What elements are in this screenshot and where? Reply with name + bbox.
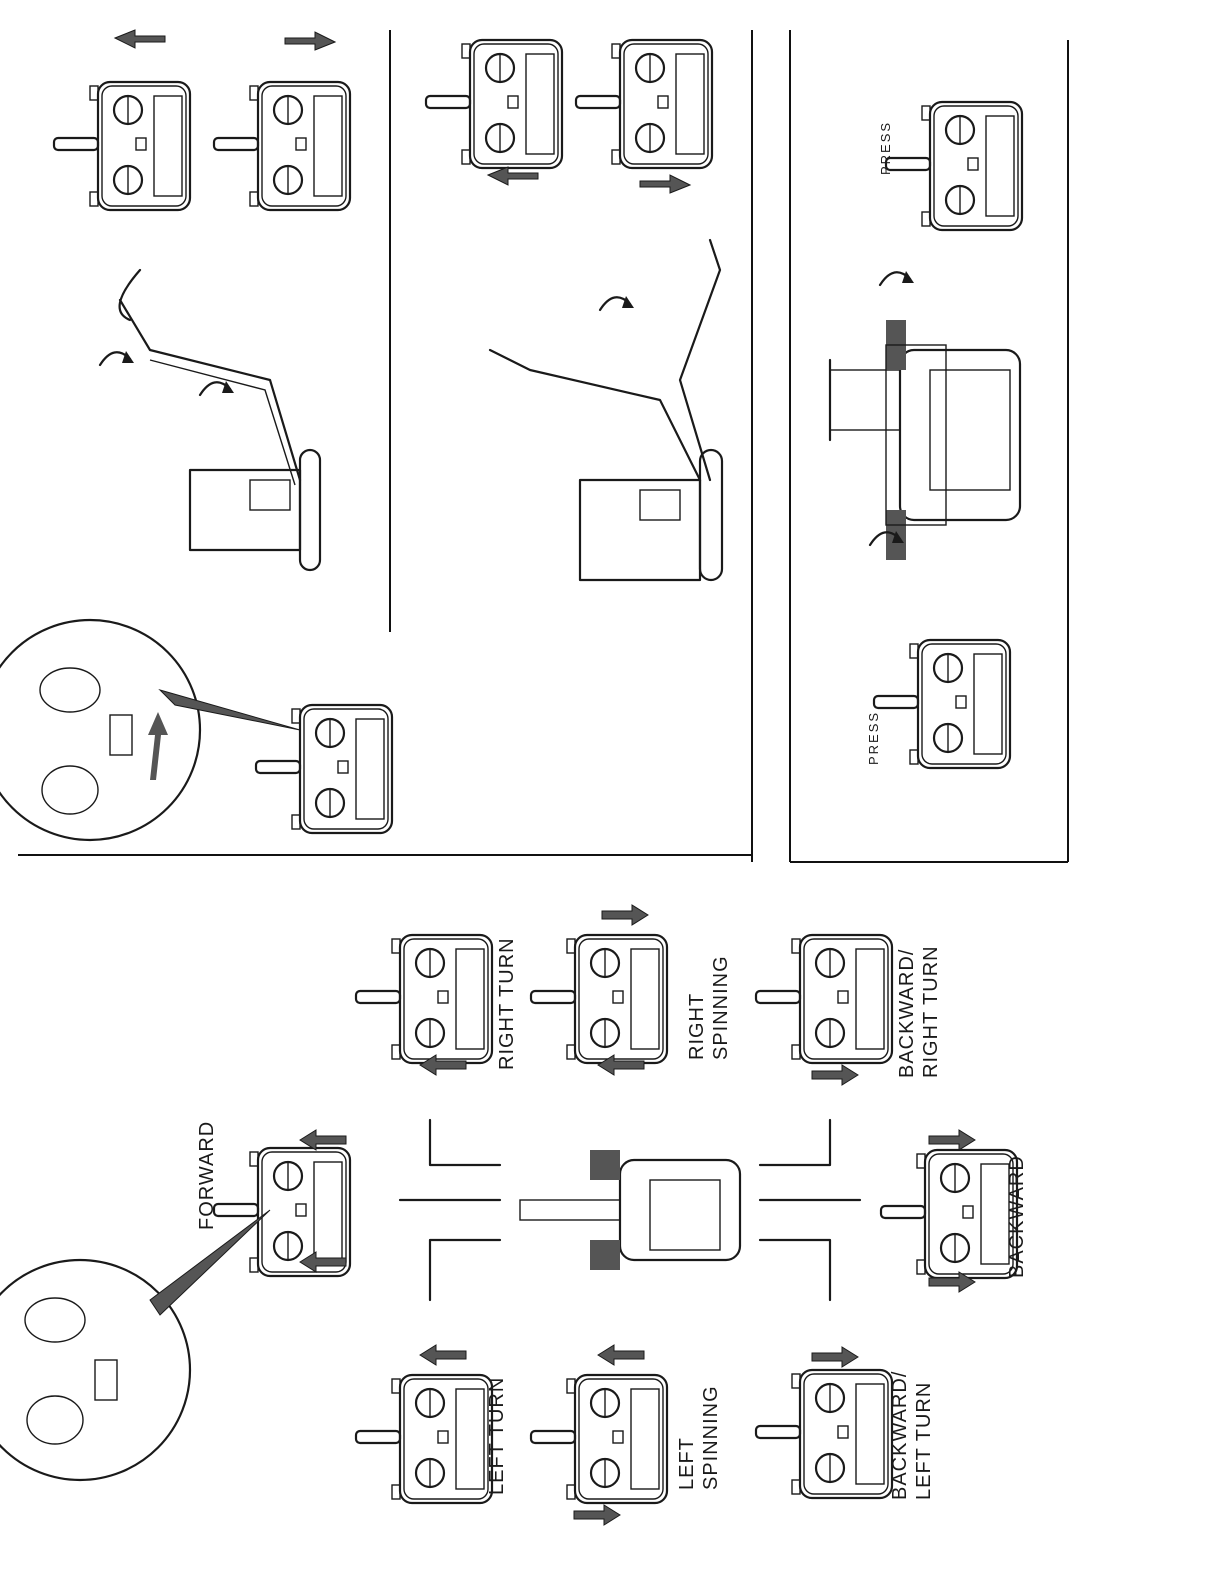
arrow-icon: [285, 32, 335, 50]
arrow-icon: [929, 1272, 975, 1292]
arrow-icon: [929, 1130, 975, 1150]
magnifier-icon: [0, 620, 300, 840]
arrow-icon: [760, 1120, 830, 1165]
remote-controller-icon: [874, 640, 1010, 768]
remote-controller-icon: [756, 935, 892, 1063]
remote-controller-icon: [214, 82, 350, 210]
arrow-icon: [420, 1345, 466, 1365]
remote-controller-icon: [756, 1370, 892, 1498]
arrow-icon: [115, 30, 165, 48]
arrow-icon: [760, 1240, 830, 1300]
label-backward: BACKWARD: [1005, 1155, 1029, 1278]
arrow-icon: [488, 167, 538, 185]
arrow-icon: [812, 1065, 858, 1085]
arrow-icon: [640, 175, 690, 193]
arrow-icon: [812, 1347, 858, 1367]
label-press: PRESS: [866, 711, 882, 765]
arrow-icon: [598, 1055, 644, 1075]
arrow-icon: [430, 1120, 500, 1165]
arrow-icon: [574, 1505, 620, 1525]
remote-controller-icon: [356, 935, 492, 1063]
magnifier-icon: [0, 1210, 270, 1480]
label-backward-left-turn: BACKWARD/ LEFT TURN: [888, 1371, 936, 1500]
arrow-icon: [430, 1240, 500, 1300]
rotation-arrow-icon: [200, 381, 234, 395]
remote-controller-icon: [531, 935, 667, 1063]
arrow-icon: [598, 1345, 644, 1365]
remote-controller-icon: [881, 1150, 1017, 1278]
excavator-icon: [120, 270, 320, 570]
remote-controller-icon: [426, 40, 562, 168]
label-left-spinning: LEFT SPINNING: [675, 1385, 723, 1490]
remote-controller-icon: [214, 1148, 350, 1276]
arrow-icon: [420, 1055, 466, 1075]
arrow-icon: [300, 1252, 346, 1272]
label-press: PRESS: [878, 121, 894, 175]
remote-controller-icon: [54, 82, 190, 210]
remote-controller-icon: [886, 102, 1022, 230]
excavator-icon: [830, 320, 1020, 560]
remote-controller-icon: [531, 1375, 667, 1503]
label-left-turn: LEFT TURN: [485, 1377, 509, 1495]
label-right-turn: RIGHT TURN: [495, 937, 519, 1070]
rotation-arrow-icon: [600, 296, 634, 310]
rotation-arrow-icon: [100, 351, 134, 365]
excavator-icon: [520, 1150, 740, 1270]
label-backward-right-turn: BACKWARD/ RIGHT TURN: [895, 945, 943, 1078]
label-right-spinning: RIGHT SPINNING: [685, 955, 733, 1060]
excavator-icon: [490, 240, 722, 580]
arrow-icon: [602, 905, 648, 925]
remote-controller-icon: [356, 1375, 492, 1503]
label-forward: FORWARD: [195, 1121, 219, 1230]
rotation-arrow-icon: [880, 271, 914, 285]
remote-controller-icon: [576, 40, 712, 168]
